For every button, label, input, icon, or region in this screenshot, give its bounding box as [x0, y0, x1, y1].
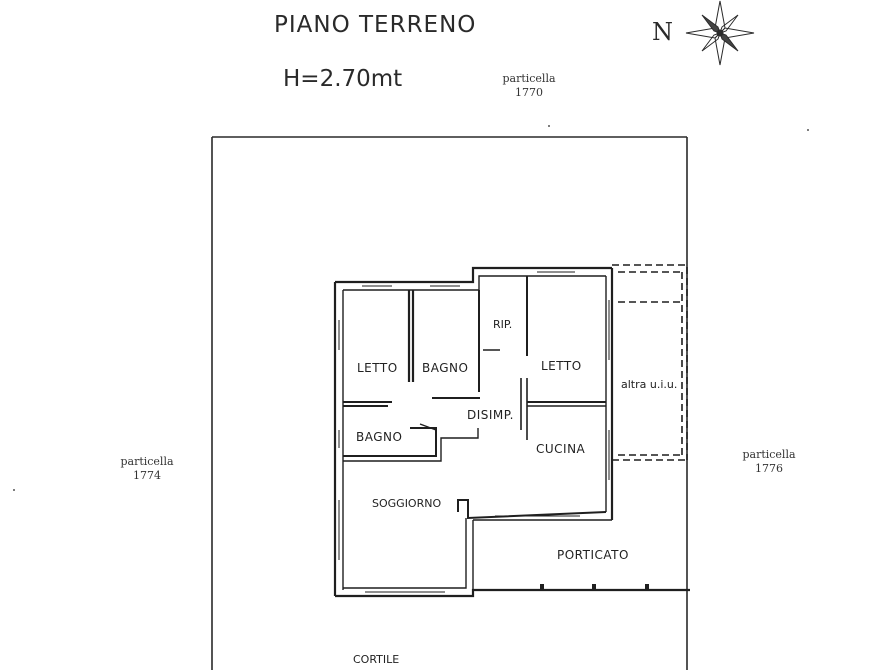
- room-letto-right: LETTO: [541, 359, 582, 373]
- room-porticato: PORTICATO: [557, 548, 629, 562]
- room-cortile: CORTILE: [353, 653, 400, 666]
- parcel-right-label: particella 1776: [738, 448, 800, 476]
- north-label: N: [652, 18, 673, 46]
- parcel-right-number: 1776: [755, 462, 783, 475]
- room-cucina: CUCINA: [536, 442, 586, 456]
- building-walls: [333, 266, 690, 598]
- parcel-top-number: 1770: [515, 86, 543, 99]
- room-bagno-top: BAGNO: [422, 361, 469, 375]
- parcel-top-label: particella 1770: [498, 72, 560, 100]
- room-letto-left: LETTO: [357, 361, 398, 375]
- porticato-columns: [540, 584, 649, 590]
- parcel-left-label: particella 1774: [116, 455, 178, 483]
- page-title: PIANO TERRENO: [274, 12, 477, 38]
- parcel-right-name: particella: [742, 448, 796, 461]
- room-bagno-bottom: BAGNO: [356, 430, 403, 444]
- windows: [338, 271, 610, 593]
- ceiling-height-label: H=2.70mt: [283, 66, 403, 92]
- room-soggiorno: SOGGIORNO: [372, 497, 442, 510]
- scan-specks: [13, 125, 809, 491]
- parcel-top-name: particella: [502, 72, 556, 85]
- adjacent-unit-outline: [612, 264, 688, 461]
- parcel-left-name: particella: [120, 455, 174, 468]
- room-other-unit: altra u.i.u.: [621, 378, 678, 391]
- room-disimpegno: DISIMP.: [467, 408, 514, 422]
- room-ripostiglio: RIP.: [493, 318, 513, 331]
- compass-rose-icon: [685, 0, 755, 66]
- parcel-left-number: 1774: [133, 469, 161, 482]
